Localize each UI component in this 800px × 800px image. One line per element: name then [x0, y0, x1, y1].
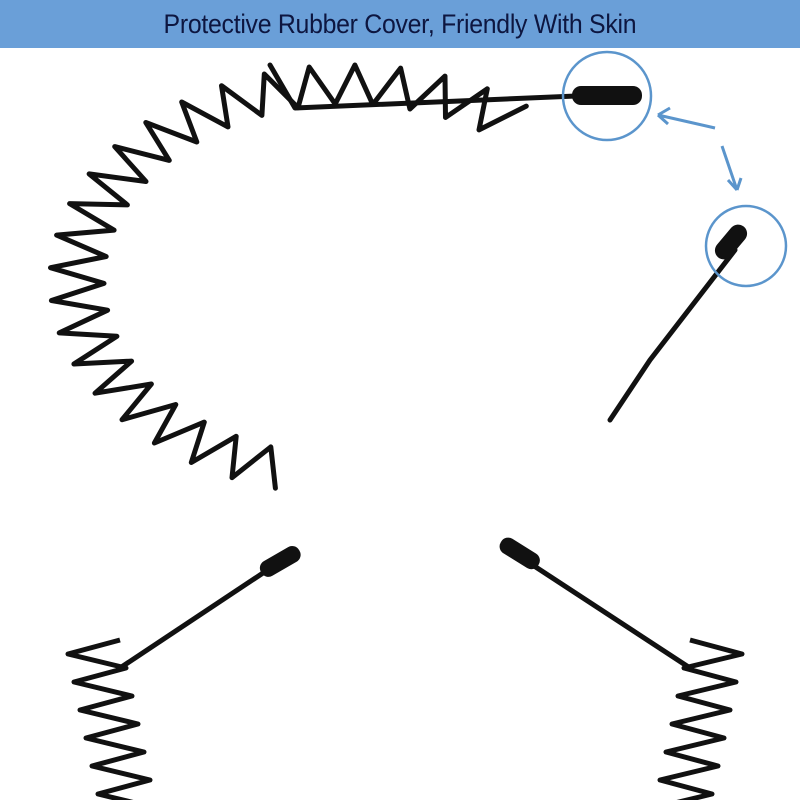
closeup-right [523, 557, 745, 800]
headband-right-wire [607, 247, 738, 423]
title-banner: Protective Rubber Cover, Friendly With S… [0, 0, 800, 48]
rubber-tip-closeup-left [259, 546, 301, 577]
magnify-circle-icon [561, 50, 653, 142]
rubber-tip-right [714, 224, 748, 260]
rubber-tip-top [572, 86, 642, 105]
headband-teeth [48, 62, 529, 491]
arrow-icon [656, 106, 743, 192]
headband-top-wire [267, 62, 603, 111]
banner-title: Protective Rubber Cover, Friendly With S… [163, 8, 637, 39]
headband-main [48, 62, 738, 491]
rubber-tip-closeup-right [499, 537, 540, 570]
closeup-left [65, 562, 277, 800]
magnify-circle-icon [704, 204, 788, 288]
